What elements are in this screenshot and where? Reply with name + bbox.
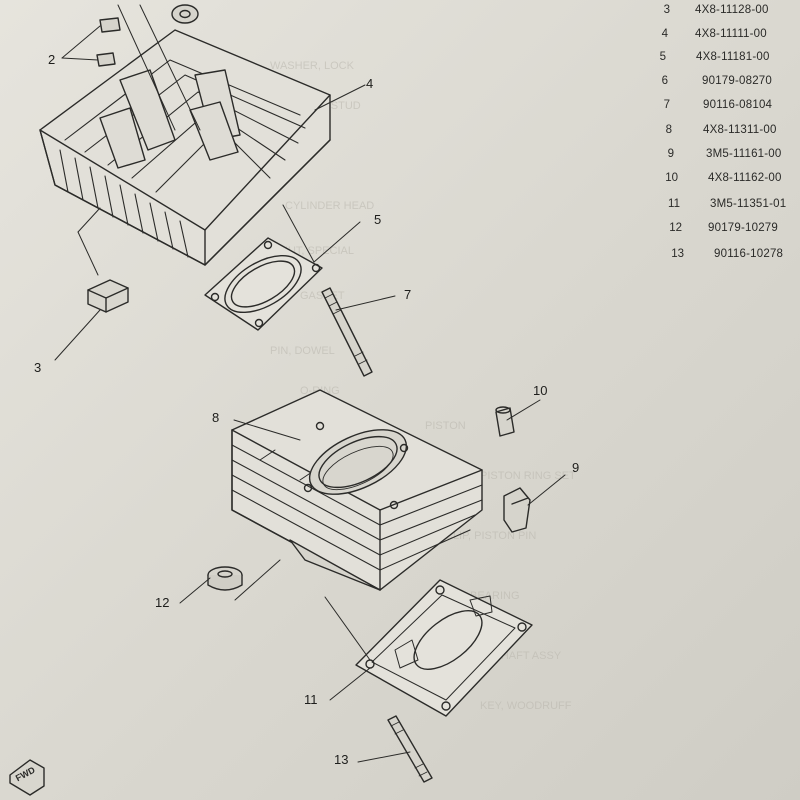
fwd-arrow-icon: [9, 759, 45, 796]
ref-number: 11: [668, 198, 680, 210]
callout-13: 13: [334, 752, 349, 767]
callout-5: 5: [374, 212, 382, 227]
base-gasket-part-11: [355, 579, 533, 717]
part-number: 90116-10278: [714, 248, 784, 260]
part-number: 90179-10279: [708, 222, 778, 234]
part-number: 90179-08270: [702, 75, 772, 87]
stud-bolt-part-7: [321, 287, 373, 377]
part-number: 4X8-11311-00: [703, 124, 777, 136]
ref-number: 13: [671, 248, 684, 260]
leader-lines: [54, 4, 566, 763]
part-number: 4X8-11162-00: [708, 172, 782, 184]
dowel-pin-part-10: [495, 406, 515, 437]
ref-number: 4: [661, 28, 668, 40]
part-number: 90116-08104: [703, 99, 773, 111]
ref-number: 9: [667, 148, 674, 160]
cylinder-head-drawing: [39, 29, 331, 266]
ref-number: 5: [659, 51, 666, 63]
callout-4: 4: [366, 76, 374, 91]
part-number: 4X8-11181-00: [696, 51, 770, 63]
ref-number: 7: [663, 99, 670, 111]
callout-12: 12: [155, 595, 170, 610]
head-gasket-part-5: [204, 237, 323, 331]
cylinder-part-8: [231, 389, 483, 591]
callout-8: 8: [212, 410, 220, 425]
stud-bolt-part-13: [387, 715, 433, 783]
o-ring-part-9: [503, 487, 531, 533]
callout-3: 3: [34, 360, 42, 375]
part-number: 4X8-11111-00: [695, 28, 767, 40]
ref-number: 6: [661, 75, 668, 87]
callout-11: 11: [304, 692, 318, 707]
part-number: 3M5-11161-00: [706, 148, 782, 160]
ref-number: 10: [665, 172, 678, 184]
callout-7: 7: [404, 287, 412, 302]
washer-top: [171, 4, 199, 24]
part-number: 4X8-11128-00: [695, 4, 769, 16]
ref-number: 3: [663, 4, 670, 16]
callout-10: 10: [533, 383, 548, 398]
block-part-3: [87, 279, 129, 313]
ref-number: 12: [669, 222, 682, 234]
callout-2: 2: [48, 52, 56, 67]
washer-part-12: [207, 566, 243, 591]
part-number: 3M5-11351-01: [710, 198, 787, 210]
cap-nut-part-2: [96, 17, 121, 67]
ref-number: 8: [665, 124, 672, 136]
callout-9: 9: [572, 460, 580, 475]
